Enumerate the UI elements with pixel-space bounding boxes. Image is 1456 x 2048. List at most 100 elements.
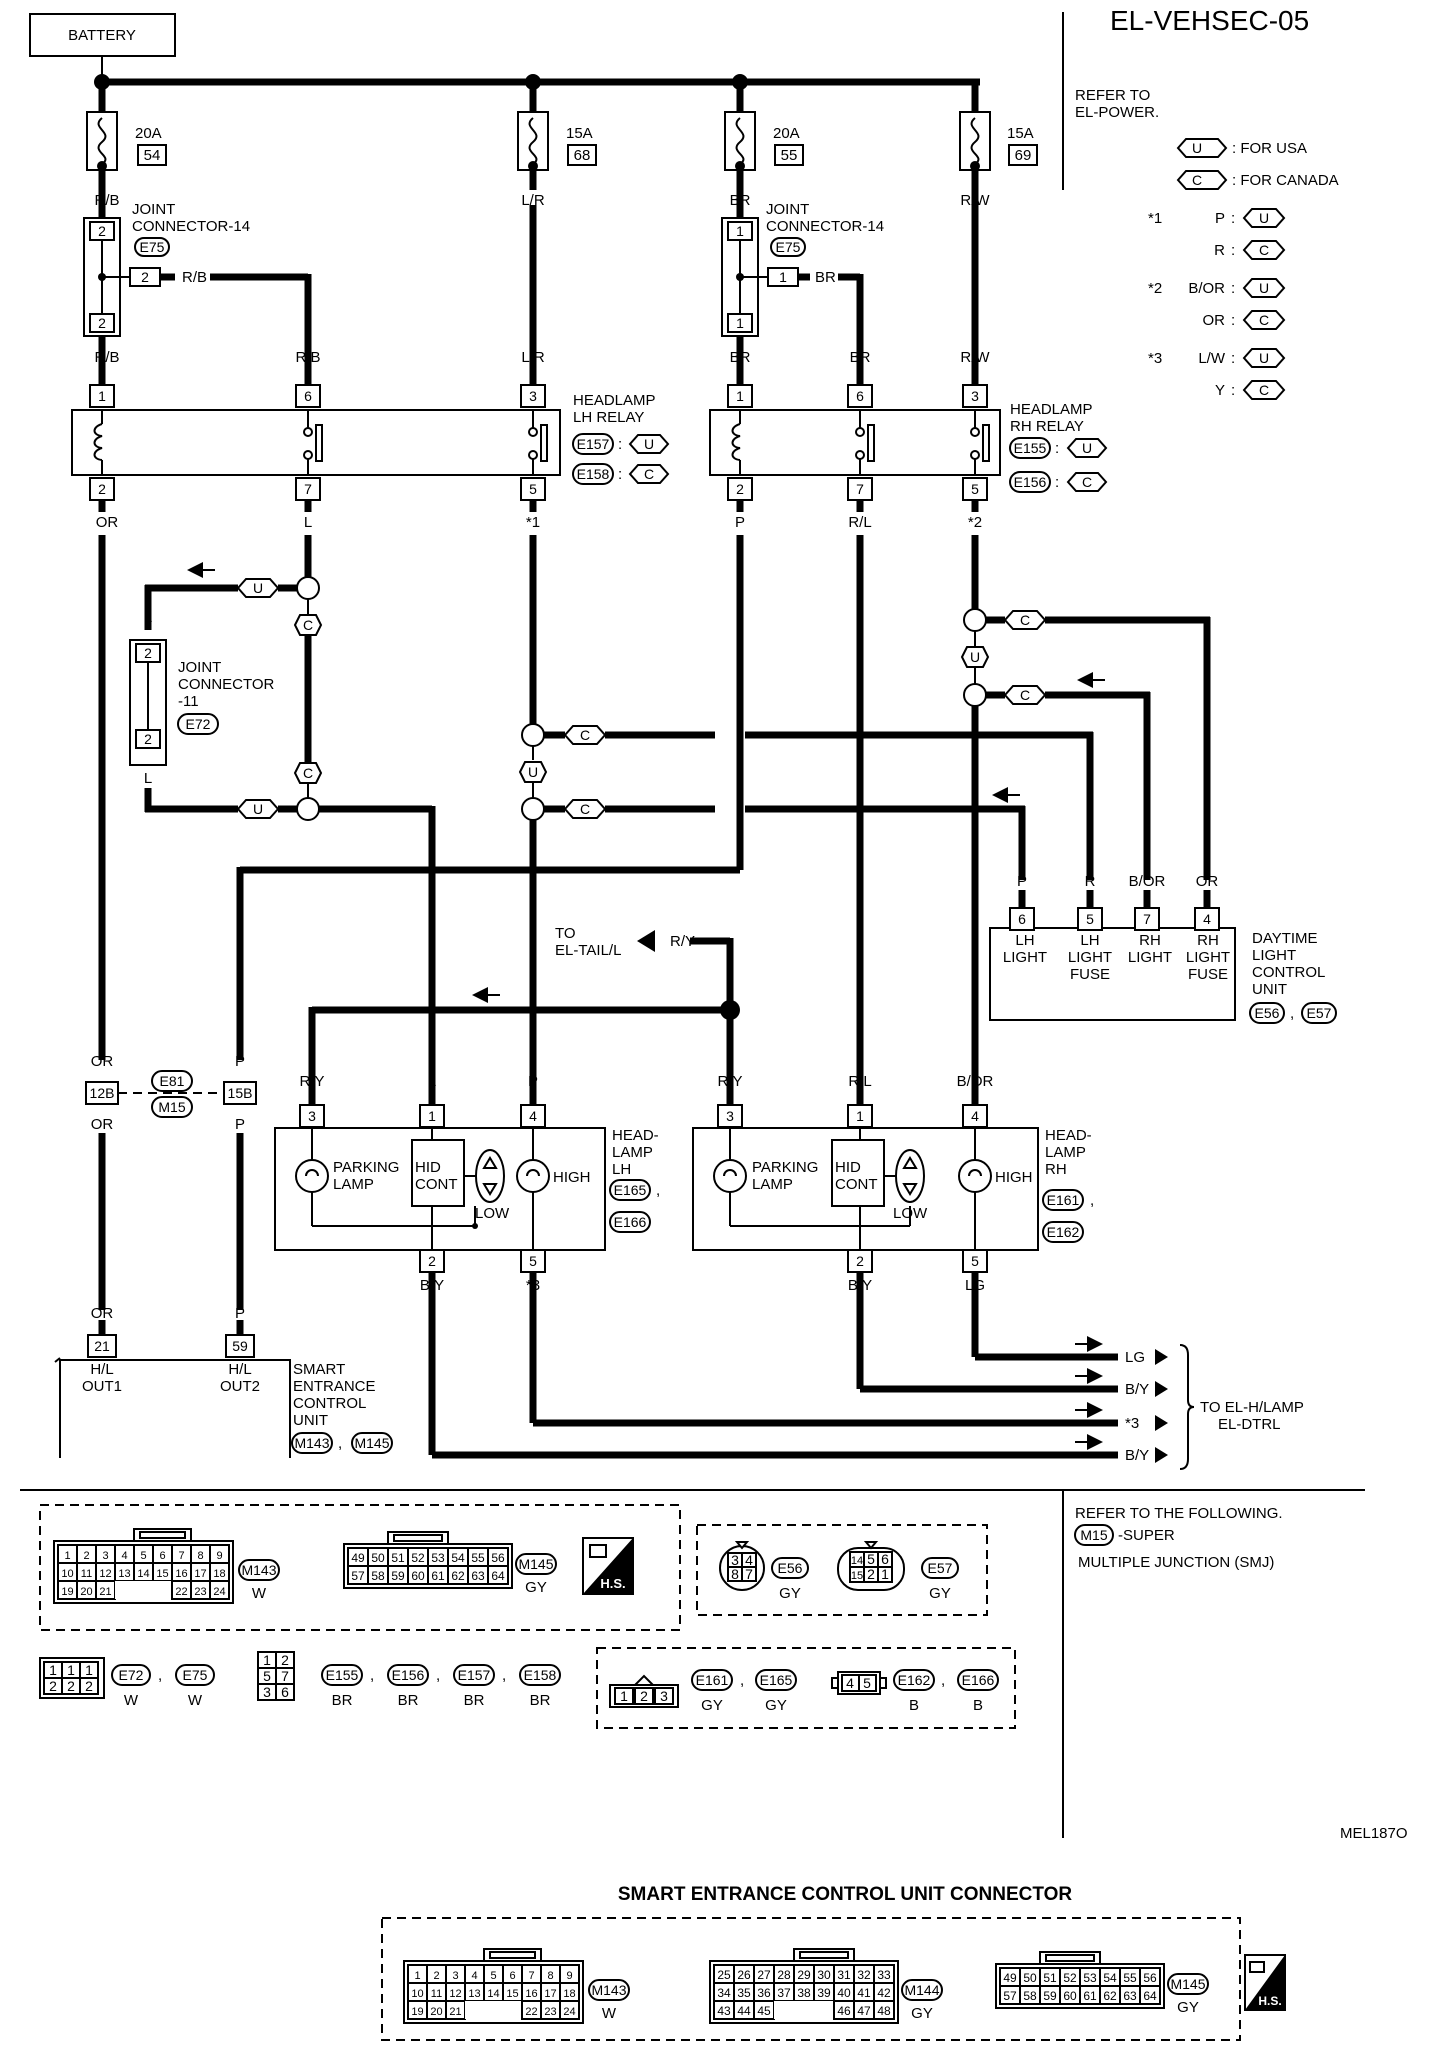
svg-text::: :: [1055, 440, 1059, 457]
pin-label: 2: [433, 1970, 439, 1982]
svg-text:R/W: R/W: [960, 192, 990, 209]
svg-text:,: ,: [338, 1435, 342, 1452]
svg-text:W: W: [188, 1692, 203, 1709]
svg-text:R/Y: R/Y: [717, 1073, 742, 1090]
pin-label: 52: [1063, 1971, 1077, 1985]
svg-text::: :: [1231, 280, 1235, 297]
svg-text:LIGHT: LIGHT: [1128, 949, 1172, 966]
svg-text:C: C: [1020, 687, 1030, 703]
connector-color: W: [602, 2005, 617, 2022]
svg-text:7: 7: [745, 1566, 753, 1582]
pin-label: 57: [351, 1569, 365, 1583]
pin-label: 35: [737, 1986, 751, 2000]
svg-text:15B: 15B: [228, 1085, 253, 1101]
pin-label: 33: [877, 1968, 891, 1982]
svg-text:5: 5: [971, 481, 979, 497]
fuse-55: 20A 55 BR: [724, 82, 804, 209]
svg-text:C: C: [580, 801, 590, 817]
connector-id: M145: [1170, 1976, 1205, 1992]
connector-id: M143: [241, 1562, 276, 1578]
pin-label: 62: [1103, 1989, 1117, 2003]
svg-text:6: 6: [856, 388, 864, 404]
svg-text:HEADLAMP: HEADLAMP: [1010, 401, 1093, 418]
pin-label: 54: [451, 1551, 465, 1565]
svg-text:6: 6: [881, 1551, 889, 1567]
svg-text:E161: E161: [1047, 1192, 1080, 1208]
svg-text:3: 3: [308, 1108, 316, 1124]
pin-label: 14: [487, 1988, 499, 2000]
svg-text:3: 3: [529, 388, 537, 404]
svg-text:2: 2: [856, 1253, 864, 1269]
svg-text:2: 2: [867, 1566, 875, 1582]
svg-text:,: ,: [1090, 1192, 1094, 1209]
pin-label: 24: [563, 2006, 575, 2018]
svg-text:Y: Y: [1215, 382, 1225, 399]
svg-text:,: ,: [941, 1672, 945, 1689]
svg-text:R/Y: R/Y: [299, 1073, 324, 1090]
svg-text:*3: *3: [1148, 350, 1162, 367]
svg-text:CONT: CONT: [835, 1176, 878, 1193]
svg-text:ENTRANCE: ENTRANCE: [293, 1378, 376, 1395]
pin-label: 59: [1043, 1989, 1057, 2003]
svg-text:C: C: [1259, 382, 1269, 398]
svg-text:E165: E165: [614, 1182, 647, 1198]
pin-label: 59: [391, 1569, 405, 1583]
svg-text:E157: E157: [458, 1667, 491, 1683]
pin-label: 56: [1143, 1971, 1157, 1985]
refer-to-line2: EL-POWER.: [1075, 104, 1159, 121]
connector-relay-e155-e158: 1 2 5 7 3 6 E155 BR , E156 BR , E157 BR …: [257, 1651, 561, 1709]
svg-text:E155: E155: [1014, 440, 1047, 456]
battery-box: [29, 13, 176, 57]
svg-text:E156: E156: [392, 1667, 425, 1683]
svg-text:LH: LH: [1015, 932, 1034, 949]
svg-text:HEAD-: HEAD-: [612, 1127, 659, 1144]
svg-text:B: B: [909, 1697, 919, 1714]
svg-text:UNIT: UNIT: [293, 1412, 328, 1429]
svg-text:C: C: [1259, 312, 1269, 328]
svg-text:LIGHT: LIGHT: [1068, 949, 1112, 966]
svg-text:E75: E75: [183, 1667, 208, 1683]
svg-text:1: 1: [736, 315, 744, 331]
svg-text:E57: E57: [1307, 1005, 1332, 1021]
pin-label: 10: [61, 1568, 73, 1580]
svg-text:L: L: [304, 514, 312, 531]
pin-label: 21: [449, 2006, 461, 2018]
pin-label: 4: [121, 1550, 127, 1562]
svg-text:E162: E162: [1047, 1224, 1080, 1240]
svg-text:C: C: [580, 727, 590, 743]
svg-text:R/B: R/B: [94, 192, 119, 209]
svg-text::: :: [1231, 382, 1235, 399]
svg-text:5: 5: [529, 1253, 537, 1269]
pin-label: 58: [1023, 1989, 1037, 2003]
pin-label: 22: [525, 2006, 537, 2018]
svg-text:,: ,: [656, 1182, 660, 1199]
svg-text:U: U: [970, 649, 980, 665]
svg-text:L/R: L/R: [521, 192, 545, 209]
svg-text:2: 2: [428, 1253, 436, 1269]
pin-label: 64: [1143, 1989, 1157, 2003]
svg-text:BR: BR: [730, 349, 751, 366]
svg-text:1: 1: [736, 223, 744, 239]
pin-label: 31: [837, 1968, 851, 1982]
svg-text:HEAD-: HEAD-: [1045, 1127, 1092, 1144]
svg-text:4: 4: [846, 1675, 854, 1691]
pin-label: 12: [449, 1988, 461, 2000]
svg-text:R/W: R/W: [960, 349, 990, 366]
svg-text:BR: BR: [530, 1692, 551, 1709]
svg-text:EL-DTRL: EL-DTRL: [1218, 1416, 1281, 1433]
svg-text:C: C: [303, 765, 313, 781]
svg-text:HIGH: HIGH: [995, 1169, 1033, 1186]
svg-text:,: ,: [370, 1667, 374, 1684]
svg-text:GY: GY: [765, 1697, 787, 1714]
connector-headlamp-2pin: 4 5 E162 B , E166 B: [831, 1669, 999, 1714]
svg-text:JOINT: JOINT: [766, 201, 809, 218]
pin-label: 64: [491, 1569, 505, 1583]
svg-text:3: 3: [263, 1684, 271, 1700]
pin-label: 29: [797, 1968, 811, 1982]
pin-label: 45: [757, 2004, 771, 2018]
pin-label: 16: [175, 1568, 187, 1580]
svg-text:EL-TAIL/L: EL-TAIL/L: [555, 942, 621, 959]
